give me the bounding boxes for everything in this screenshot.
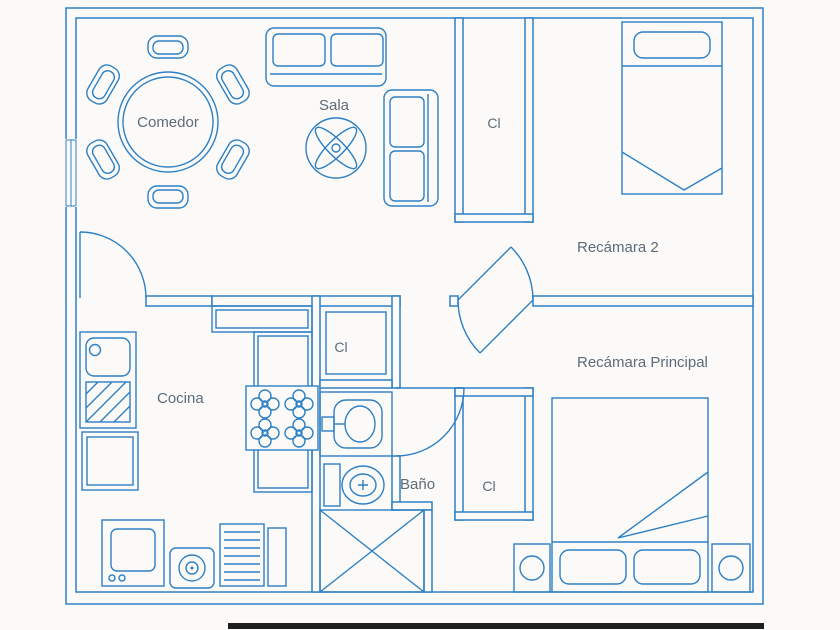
stove-burner	[284, 418, 314, 448]
shower	[319, 509, 425, 593]
dining-chair	[147, 35, 189, 59]
closet-middle-shelf	[325, 311, 387, 375]
label-closet-middle: Cl	[334, 339, 347, 355]
water-heater	[219, 523, 287, 587]
refrigerator	[81, 431, 139, 491]
dining-chair	[86, 64, 120, 105]
loveseat	[383, 89, 439, 207]
dining-table	[117, 71, 219, 173]
laundry-tub	[169, 547, 215, 589]
dining-chairs	[86, 35, 250, 209]
door-recamara-principal	[457, 299, 534, 354]
label-sala: Sala	[319, 97, 350, 114]
door-kitchen	[79, 231, 147, 299]
sofa	[265, 27, 387, 87]
stove-burner	[250, 389, 280, 419]
image-edge-bar	[228, 623, 764, 629]
label-bano: Baño	[400, 476, 435, 493]
kitchen-sink	[79, 331, 137, 429]
nightstand-left	[513, 543, 551, 593]
dining-chair	[216, 64, 250, 105]
bathroom-sink	[319, 391, 393, 457]
dining-chair	[147, 185, 189, 209]
stove	[245, 385, 319, 451]
label-cocina: Cocina	[157, 390, 204, 407]
label-recamara-2: Recámara 2	[577, 239, 659, 256]
nightstand-right	[711, 543, 751, 593]
stove-burner	[284, 389, 314, 419]
label-closet-top: Cl	[487, 115, 500, 131]
label-comedor: Comedor	[137, 114, 199, 131]
toilet	[323, 463, 385, 507]
ceiling-fan-icon	[305, 117, 367, 179]
window-left	[64, 139, 78, 207]
dining-chair	[86, 139, 120, 180]
door-recamara-2	[457, 246, 534, 301]
double-bed	[551, 397, 709, 593]
room-labels: Comedor Sala Cl Recámara 2 Cocina Cl Bañ…	[137, 97, 708, 494]
door-bano	[395, 387, 465, 457]
stove-burner	[250, 418, 280, 448]
dining-chair	[216, 139, 250, 180]
single-bed	[621, 21, 723, 195]
label-closet-principal: Cl	[482, 478, 495, 494]
washing-machine	[101, 519, 165, 587]
label-recamara-principal: Recámara Principal	[577, 354, 708, 371]
doors	[79, 231, 534, 457]
